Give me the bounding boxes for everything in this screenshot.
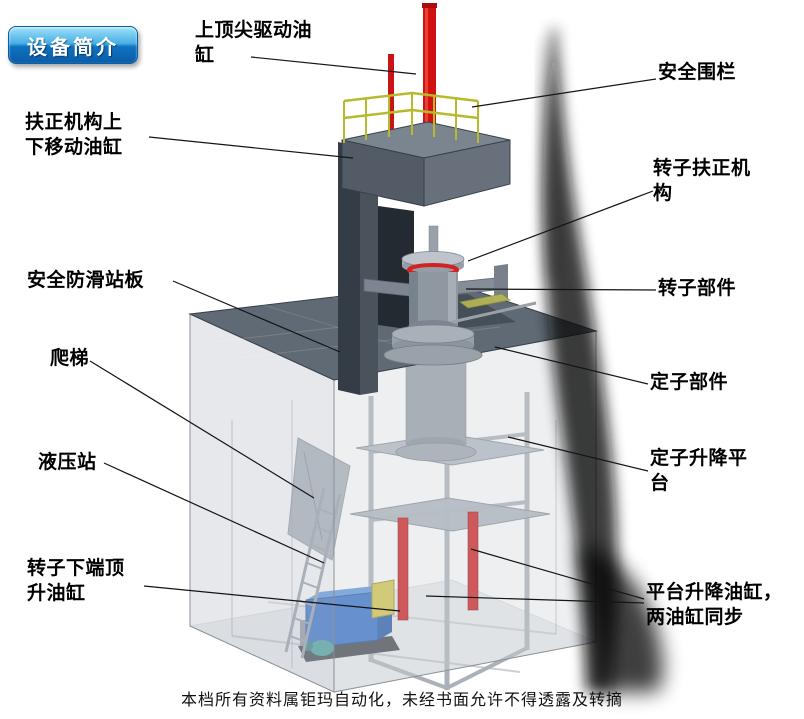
confidentiality-notice: 本档所有资料属钜玛自动化，未经书面允许不得透露及转摘 <box>180 692 623 709</box>
label-ladder: 爬梯 <box>50 348 90 369</box>
label-top-spindle-drive-cylinder: 上顶尖驱动油 缸 <box>195 20 313 67</box>
leader-rotor-centering <box>467 190 654 262</box>
safety-railing <box>343 91 479 143</box>
leader-platform-cylinders-1 <box>470 548 645 600</box>
leader-safety-fence <box>471 78 657 108</box>
leader-rotor-component <box>465 288 657 291</box>
label-rotor-bottom-jack-cylinder: 转子下端顶 升油缸 <box>27 558 125 605</box>
shadow-artifact <box>541 28 663 692</box>
label-stator-lift-platform: 定子升降平 台 <box>650 448 748 495</box>
label-antislip-standing-plate: 安全防滑站板 <box>27 270 145 291</box>
lower-red-cylinders <box>397 511 479 621</box>
leader-platform-cylinders-2 <box>425 595 645 604</box>
leader-antislip-plate <box>172 280 341 353</box>
pit-enclosure <box>189 313 597 693</box>
leader-centering-cylinder <box>148 136 354 159</box>
platform-side-bracket <box>451 293 537 324</box>
leader-top-spindle-cylinder <box>250 56 417 75</box>
leader-hydraulic-station <box>103 462 325 564</box>
press-head-box <box>341 121 511 207</box>
label-stator-component: 定子部件 <box>650 372 729 393</box>
leader-stator-component <box>494 346 649 385</box>
leader-rotor-jack <box>143 585 401 612</box>
equipment-intro-badge: 设备简介 <box>8 26 138 64</box>
label-rotor-centering-mechanism: 转子扶正机 构 <box>653 158 751 205</box>
label-centering-updown-cylinder: 扶正机构上 下移动油缸 <box>25 112 123 159</box>
label-hydraulic-station: 液压站 <box>38 452 97 473</box>
leader-lines <box>89 56 657 612</box>
label-rotor-component: 转子部件 <box>658 278 737 299</box>
press-frame-column <box>338 142 414 395</box>
leader-stator-lift <box>507 436 649 472</box>
leader-ladder <box>89 360 315 499</box>
label-safety-fence: 安全围栏 <box>658 62 737 83</box>
label-platform-lift-cylinders: 平台升降油缸， 两油缸同步 <box>646 582 783 629</box>
